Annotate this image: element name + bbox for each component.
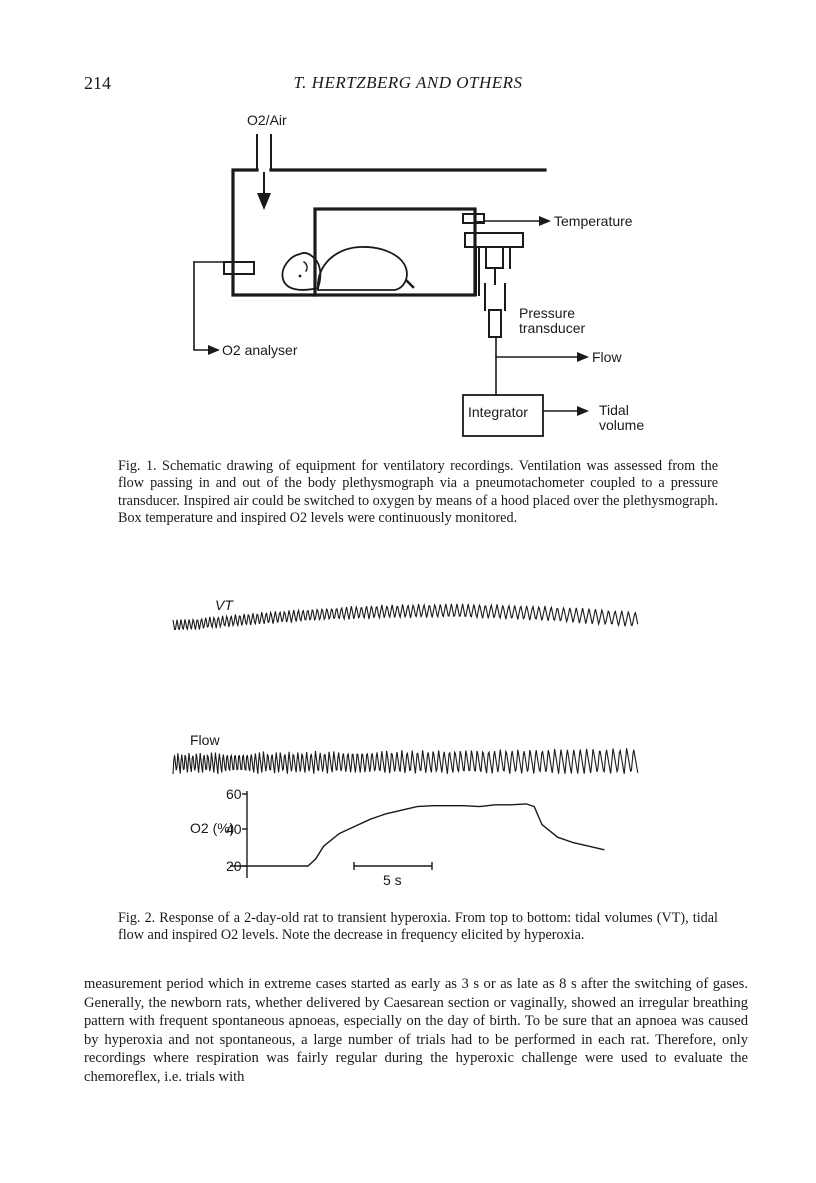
rat-body (317, 246, 408, 291)
ytick-label-20: 20 (226, 858, 242, 874)
vt-label: VT (215, 597, 234, 613)
o2-air-label: O2/Air (247, 112, 287, 128)
scale-bar-label: 5 s (383, 872, 402, 888)
o2-signal-line (193, 261, 209, 351)
flow-trace (172, 748, 639, 775)
temperature-arrowhead (539, 216, 551, 226)
integrator-box (462, 394, 544, 437)
o2-sensor (223, 261, 255, 275)
o2-axis-label: O2 (%) (190, 820, 234, 836)
tidal-label: Tidal (599, 402, 629, 418)
hood-outline (231, 168, 317, 297)
temperature-label: Temperature (554, 213, 633, 229)
page-number: 214 (84, 73, 111, 93)
rat-head (281, 252, 322, 291)
volume-label: volume (599, 417, 644, 433)
ytick-label-60: 60 (226, 786, 242, 802)
integrator-label: Integrator (468, 404, 528, 420)
o2-analyser-label: O2 analyser (222, 342, 298, 358)
vt-trace (172, 603, 639, 631)
tidal-arrowhead (577, 406, 589, 416)
flow-output-label: Flow (592, 349, 622, 365)
pneumotachometer (464, 232, 524, 248)
scale-bar (353, 862, 433, 870)
running-head: T. HERTZBERG AND OTHERS (293, 73, 523, 92)
pressure-label: Pressure (519, 305, 575, 321)
flow-trace-label: Flow (190, 732, 220, 748)
inlet-arrowhead (257, 193, 271, 210)
flow-arrowhead (577, 352, 589, 362)
transducer-label: transducer (519, 320, 585, 336)
figure-2-caption: Fig. 2. Response of a 2-day-old rat to t… (118, 910, 718, 944)
body-paragraph: measurement period which in extreme case… (84, 976, 748, 1085)
figure-1-caption: Fig. 1. Schematic drawing of equipment f… (118, 458, 718, 527)
ytick-label-40: 40 (226, 821, 242, 837)
pressure-transducer (488, 309, 502, 338)
inlet-tube (256, 134, 272, 171)
o2-arrowhead (208, 345, 220, 355)
temperature-sensor (462, 213, 485, 224)
o2-series-line (230, 803, 605, 867)
